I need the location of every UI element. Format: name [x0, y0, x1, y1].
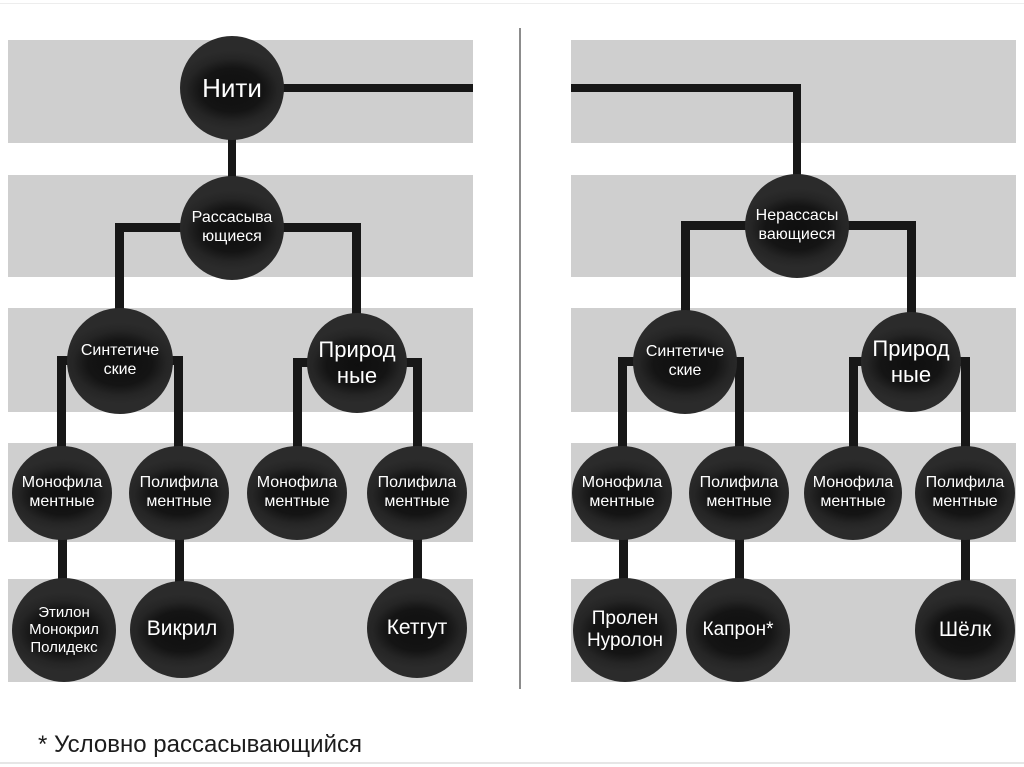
node-absorbable: Рассасыва ющиеся — [180, 176, 284, 280]
node-absorbable-synthetic-polyfilament: Полифила ментные — [129, 446, 229, 540]
connector-line — [793, 84, 801, 226]
connector-line — [115, 223, 124, 361]
connector-line — [352, 223, 361, 363]
node-absorbable-natural-monofilament: Монофила ментные — [247, 446, 347, 540]
node-example-vikril: Викрил — [130, 581, 234, 678]
connector-line — [175, 495, 184, 629]
connector-line — [571, 84, 801, 92]
connector-line — [735, 357, 744, 495]
footnote: * Условно рассасывающийся — [38, 731, 362, 758]
node-examples-prolen-nurolon: Пролен Нуролон — [573, 578, 677, 682]
connector-line — [413, 495, 422, 628]
connector-line — [413, 358, 422, 495]
node-absorbable-natural: Природ ные — [307, 313, 407, 413]
connector-line — [849, 357, 858, 495]
panel-divider — [519, 28, 521, 689]
connector-line — [681, 221, 690, 362]
node-examples-etilon-monokril-polideks: Этилон Монокрил Полидекс — [12, 578, 116, 682]
connector-line — [735, 495, 744, 630]
node-absorbable-natural-polyfilament: Полифила ментные — [367, 446, 467, 540]
node-nonabsorbable-synthetic: Синтетиче ские — [633, 310, 737, 414]
node-nonabsorbable-synthetic-polyfilament: Полифила ментные — [689, 446, 789, 540]
connector-line — [907, 221, 916, 362]
node-example-kapron: Капрон* — [686, 578, 790, 682]
connector-line — [961, 357, 970, 495]
connector-line — [57, 356, 66, 495]
node-threads-root: Нити — [180, 36, 284, 140]
node-nonabsorbable: Нерассасы вающиеся — [745, 174, 849, 278]
connector-line — [232, 84, 473, 92]
node-example-ketgut: Кетгут — [367, 578, 467, 678]
node-nonabsorbable-natural-polyfilament: Полифила ментные — [915, 446, 1015, 540]
connector-line — [228, 88, 236, 228]
node-example-shelk: Шёлк — [915, 580, 1015, 680]
connector-line — [619, 495, 628, 630]
connector-line — [174, 356, 183, 495]
node-nonabsorbable-natural: Природ ные — [861, 312, 961, 412]
connector-line — [618, 357, 627, 495]
connector-line — [293, 358, 302, 495]
node-absorbable-synthetic-monofilament: Монофила ментные — [12, 446, 112, 540]
connector-line — [961, 495, 970, 630]
node-nonabsorbable-natural-monofilament: Монофила ментные — [804, 446, 902, 540]
slide-top-edge — [0, 3, 1024, 4]
node-absorbable-synthetic: Синтетиче ские — [67, 308, 173, 414]
node-nonabsorbable-synthetic-monofilament: Монофила ментные — [572, 446, 672, 540]
connector-line — [58, 495, 67, 630]
slide-bottom-edge — [0, 762, 1024, 764]
